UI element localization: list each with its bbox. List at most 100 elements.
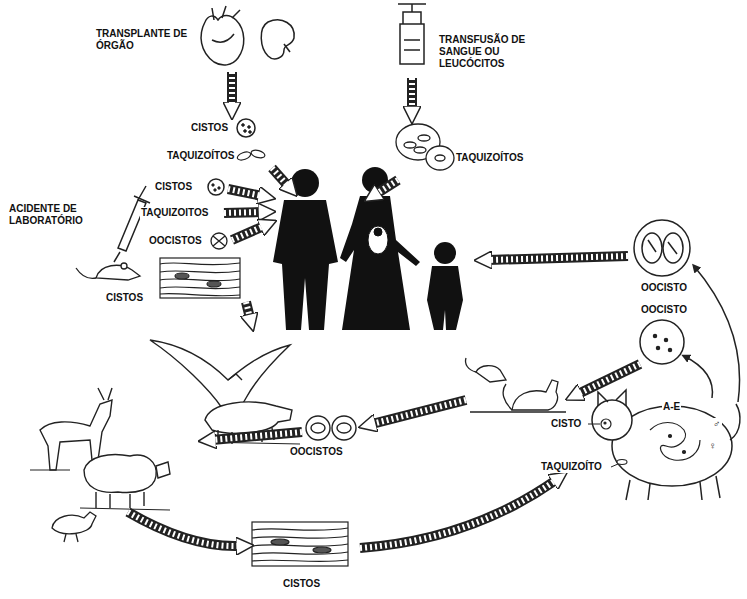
- transmission-arrow: [360, 480, 556, 548]
- arrow-stripe: [376, 180, 398, 194]
- meat-tissue-drawing: [160, 258, 240, 298]
- cat-hunting-mouse-drawing: [465, 358, 566, 412]
- arrow-stripe: [224, 212, 262, 213]
- transmission-arrow: [372, 400, 466, 424]
- oocyst-symbol-part: [332, 416, 356, 440]
- human-silhouettes: [273, 167, 463, 330]
- unsporulated-oocyst-drawing-part: [669, 349, 672, 352]
- kidney-drawing-part: [284, 44, 290, 52]
- cat-hunting-mouse-drawing-part: [470, 411, 566, 412]
- unsporulated-oocyst-drawing-part: [654, 335, 657, 338]
- sheep-drawing-part: [156, 462, 170, 478]
- stage-label: CISTOS: [190, 122, 229, 134]
- stage-label: OOCISTO: [640, 282, 688, 294]
- sporulated-oocyst-drawing-part: [648, 240, 677, 254]
- cat-drawing-part: [626, 476, 720, 500]
- arrow-stripe: [578, 364, 640, 394]
- heart-drawing-part: [212, 34, 234, 42]
- tachyzoite-symbol: [236, 149, 265, 162]
- cat-hunting-mouse-drawing-part: [512, 380, 558, 410]
- human-silhouettes-part: [340, 196, 420, 330]
- stage-label: TAQUIZOÍTOS: [455, 152, 524, 164]
- stage-label: TAQUIZOÍTOS: [166, 150, 235, 162]
- arrow-stripe: [228, 189, 262, 196]
- cat-cyst-symbol-part: [601, 419, 611, 429]
- unsporulated-oocyst-drawing: [640, 320, 684, 364]
- transmission-arrow: [488, 256, 628, 260]
- lab-syringe-drawing: [114, 186, 150, 262]
- oocyst-symbol-part: [213, 236, 225, 246]
- transmission-arrow: [376, 180, 398, 194]
- unsporulated-oocyst-drawing-part: [665, 339, 668, 342]
- cyst-symbol: [208, 179, 224, 195]
- sheep-drawing: [84, 455, 170, 508]
- stage-label: OOCISTOS: [148, 235, 203, 247]
- oocyst-symbol-part: [306, 416, 330, 440]
- stage-label: OOCISTO: [640, 304, 688, 316]
- sporulated-oocyst-drawing-part: [634, 220, 690, 276]
- cyst-symbol-part: [237, 119, 255, 137]
- cyst-symbol-part: [244, 130, 247, 133]
- transmission-arrow: [246, 302, 250, 318]
- sheep-drawing-part: [84, 455, 156, 493]
- heart-drawing-part: [212, 6, 240, 20]
- heart-drawing: [201, 6, 244, 65]
- cat-intestine-drawing: [650, 423, 700, 461]
- human-silhouettes-part: [291, 169, 319, 197]
- stage-label: OOCISTOS: [289, 446, 344, 458]
- blood-cells-drawing-part: [426, 146, 454, 170]
- thin-arrow: [684, 356, 712, 398]
- blood-cells-drawing-part: [414, 147, 426, 153]
- cyst-symbol-part: [208, 179, 224, 195]
- transfusion-drawing-part: [404, 40, 420, 50]
- cyst-symbol-part: [214, 189, 216, 191]
- cat-cyst-symbol-part: [604, 422, 606, 424]
- cat-tachyzoite-symbol-part: [617, 460, 627, 465]
- blood-cells-drawing: [396, 124, 454, 170]
- transmission-arrow: [227, 72, 237, 106]
- transmission-arrow: [212, 432, 302, 440]
- arrow-stripe: [372, 400, 466, 424]
- cat-hunting-mouse-drawing-part: [476, 366, 506, 382]
- cat-intestine-drawing-part: [669, 435, 672, 438]
- meat-tissue-drawing-part: [160, 263, 240, 296]
- transfusion-drawing: [398, 4, 426, 64]
- mouse-drawing-part: [121, 263, 127, 269]
- chicken-drawing: [52, 512, 96, 542]
- arrow-stripe: [409, 78, 415, 110]
- mouse-drawing-part: [76, 268, 96, 278]
- blood-cells-drawing-part: [404, 142, 416, 148]
- transfusion-drawing-part: [400, 24, 424, 64]
- meat-tissue-drawing-part: [207, 281, 221, 287]
- cat-tachyzoite-symbol: [617, 460, 627, 465]
- oocyst-symbol-part: [337, 423, 351, 433]
- stage-label: ♀: [708, 440, 718, 452]
- bird-of-prey-drawing-part: [228, 374, 242, 380]
- lab-syringe-drawing-part: [114, 186, 150, 262]
- chicken-drawing-part: [64, 534, 78, 542]
- transfusion-drawing-part: [398, 4, 426, 24]
- blood-cells-drawing-part: [418, 135, 430, 141]
- arrow-stripe: [212, 432, 302, 440]
- stage-label: CISTOS: [282, 578, 321, 590]
- cat-drawing-part: [598, 390, 626, 406]
- tachyzoite-symbol-part: [236, 150, 252, 161]
- fetus-drawing-part: [374, 228, 382, 236]
- bird-of-prey-drawing-part: [150, 340, 290, 411]
- meat-tissue-drawing-part: [252, 528, 348, 561]
- transmission-arrow: [578, 364, 640, 394]
- cyst-symbol-part: [218, 187, 220, 189]
- meat-tissue-drawing: [252, 522, 348, 566]
- transmission-arrow: [128, 512, 240, 546]
- blood-cells-drawing-part: [435, 155, 445, 161]
- stage-label: A-E: [662, 401, 681, 413]
- stage-label: CISTO: [550, 418, 582, 430]
- kidney-drawing: [261, 20, 294, 59]
- oocyst-symbol: [211, 233, 227, 249]
- cyst-symbol-part: [242, 124, 245, 127]
- cat-cyst-symbol: [601, 419, 611, 429]
- stage-label: CISTOS: [154, 181, 193, 193]
- kidney-drawing-part: [261, 20, 294, 59]
- arrow-stripe: [360, 480, 556, 548]
- stage-label: TRANSFUSÃO DE SANGUE OU LEUCÓCITOS: [438, 34, 565, 70]
